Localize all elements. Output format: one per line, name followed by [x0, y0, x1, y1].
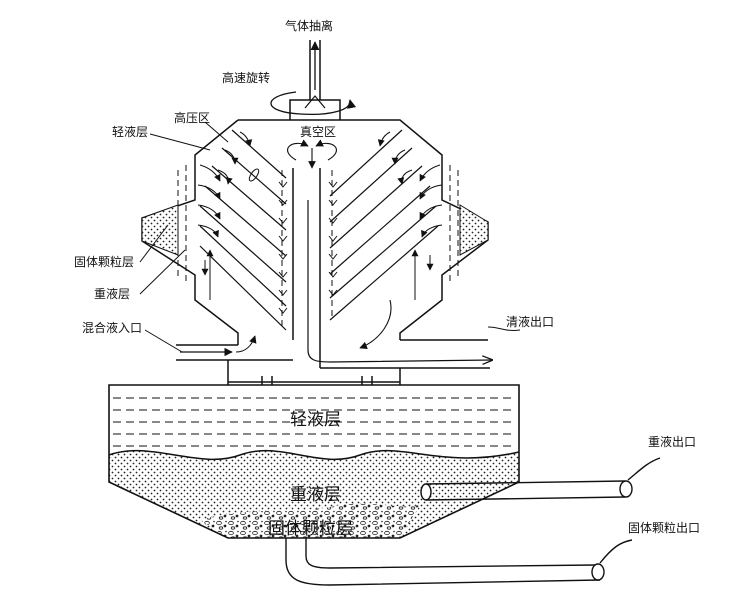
label-heavy-liquid-left: 重液层 — [94, 286, 130, 301]
flow-arrows-left — [197, 131, 253, 300]
label-solid-outlet: 固体颗粒出口 — [628, 520, 700, 535]
plates-right — [329, 129, 439, 321]
label-high-pressure-zone: 高压区 — [174, 110, 210, 125]
clear-liquid-flow — [307, 200, 492, 362]
wave-interface — [108, 449, 520, 461]
layer-dashes — [177, 165, 459, 330]
label-vacuum-zone: 真空区 — [300, 125, 336, 139]
rotation-arrow — [270, 91, 357, 116]
label-clear-outlet: 清液出口 — [506, 314, 554, 329]
label-mixed-inlet: 混合液入口 — [82, 320, 142, 335]
inlet-up-arrow — [235, 335, 257, 353]
heavy-liquid-outlet-pipe — [420, 457, 661, 501]
light-layer-lines — [113, 397, 515, 447]
solid-particle-region — [200, 503, 420, 538]
tank-outline — [108, 384, 520, 539]
vacuum-arrow-right — [315, 139, 337, 161]
solid-wedge-right — [459, 204, 489, 256]
label-gas-extraction: 气体抽离 — [285, 18, 333, 33]
flow-arrows-right — [377, 131, 443, 300]
leader-lines — [139, 121, 521, 353]
vacuum-arrow-left — [287, 139, 309, 161]
solid-wedge-left — [141, 204, 179, 256]
chevrons — [278, 181, 338, 314]
label-solid-particle-tank: 固体颗粒层 — [268, 519, 353, 539]
particle-oval — [248, 168, 260, 182]
right-return-arrow — [359, 299, 392, 349]
label-light-liquid-top: 轻液层 — [112, 124, 148, 139]
solid-outlet-pipe — [285, 538, 633, 586]
lower-tank — [108, 384, 520, 539]
upper-rotor-body — [141, 40, 490, 388]
label-high-speed-rotation: 高速旋转 — [222, 70, 270, 85]
heavy-liquid-region — [109, 450, 519, 538]
hub-vee — [304, 95, 326, 109]
label-light-liquid-tank: 轻液层 — [290, 410, 341, 430]
label-solid-particle-left: 固体颗粒层 — [74, 254, 134, 269]
label-heavy-outlet: 重液出口 — [648, 434, 696, 449]
label-heavy-liquid-tank: 重液层 — [290, 485, 341, 505]
top-hub — [289, 99, 341, 120]
